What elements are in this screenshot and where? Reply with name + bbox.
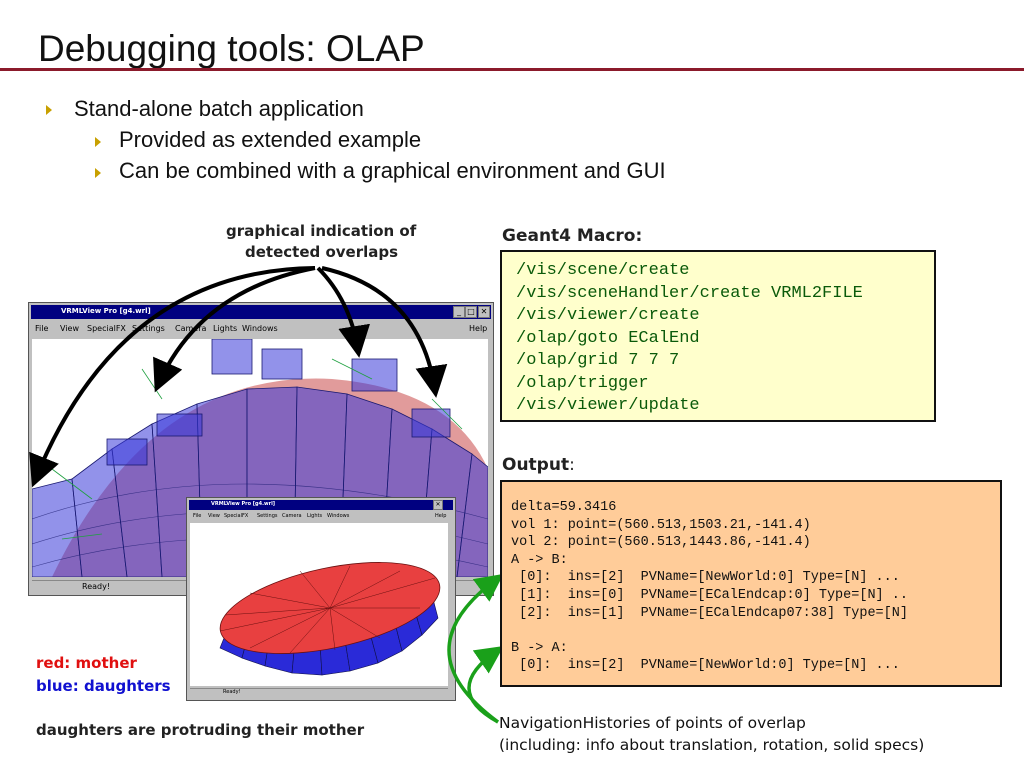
overlap-caption-line-1: graphical indication of xyxy=(226,222,417,240)
macro-heading: Geant4 Macro: xyxy=(502,226,643,246)
legend-red-mother: red: mother xyxy=(36,654,137,672)
small-menu-windows[interactable]: Windows xyxy=(327,513,350,519)
minimize-button[interactable]: _ xyxy=(453,306,465,318)
output-heading: Output: xyxy=(502,455,575,475)
maximize-button[interactable]: □ xyxy=(465,306,477,318)
output-line: vol 2: point=(560.513,1443.86,-141.4) xyxy=(511,535,811,551)
output-line: [1]: ins=[0] PVName=[ECalEndcap:0] Type=… xyxy=(511,587,908,603)
close-button[interactable]: ✕ xyxy=(478,306,490,318)
small-menu-file[interactable]: File xyxy=(193,513,202,519)
small-menu-settings[interactable]: Settings xyxy=(257,513,278,519)
nav-histories-line-1: NavigationHistories of points of overlap xyxy=(499,714,806,732)
bullet-arrow-icon xyxy=(46,105,52,115)
menu-settings[interactable]: Settings xyxy=(132,324,165,333)
small-menu-specialfx[interactable]: SpecialFX xyxy=(224,513,249,519)
output-line: vol 1: point=(560.513,1503.21,-141.4) xyxy=(511,517,811,533)
bullet-item-1: Stand-alone batch application xyxy=(74,96,364,121)
bullet-item-3: Can be combined with a graphical environ… xyxy=(119,158,666,183)
menu-specialfx[interactable]: SpecialFX xyxy=(87,324,126,333)
small-menu-help[interactable]: Help xyxy=(435,513,447,519)
small-3d-viewport[interactable] xyxy=(190,523,448,686)
legend-blue-daughters: blue: daughters xyxy=(36,677,171,695)
output-heading-text: Output xyxy=(502,455,570,475)
protruding-note: daughters are protruding their mother xyxy=(36,721,365,739)
title-divider xyxy=(0,68,1024,71)
vrml-viewer-window-small[interactable]: VRMLView Pro [g4.wrl] ✕ File View Specia… xyxy=(186,497,456,701)
output-line: [2]: ins=[1] PVName=[ECalEndcap07:38] Ty… xyxy=(511,605,908,621)
menu-camera[interactable]: Camera xyxy=(175,324,207,333)
menu-help[interactable]: Help xyxy=(469,324,488,333)
status-text: Ready! xyxy=(82,582,111,591)
window-titlebar[interactable]: VRMLView Pro [g4.wrl] xyxy=(31,305,491,319)
small-window-title: VRMLView Pro [g4.wrl] xyxy=(211,501,276,507)
bullet-item-2: Provided as extended example xyxy=(119,127,422,152)
small-menu-lights[interactable]: Lights xyxy=(307,513,323,519)
output-text-box: delta=59.3416 vol 1: point=(560.513,1503.… xyxy=(500,480,1002,687)
small-status-text: Ready! xyxy=(223,689,241,695)
menu-file[interactable]: File xyxy=(35,324,49,333)
nav-histories-line-2: (including: info about translation, rota… xyxy=(499,736,925,754)
macro-line: /vis/sceneHandler/create VRML2FILE xyxy=(516,283,863,303)
macro-line: /olap/grid 7 7 7 xyxy=(516,351,680,370)
slide-title: Debugging tools: OLAP xyxy=(38,28,425,69)
small-window-titlebar[interactable]: VRMLView Pro [g4.wrl] xyxy=(189,500,453,510)
output-line: delta=59.3416 xyxy=(511,500,617,515)
macro-line: /olap/goto ECalEnd xyxy=(516,328,700,348)
output-line xyxy=(511,622,1000,640)
macro-code-box: /vis/scene/create/vis/sceneHandler/creat… xyxy=(500,250,936,422)
macro-line: /vis/viewer/create xyxy=(516,306,700,325)
macro-line: /olap/trigger xyxy=(516,373,649,393)
overlap-caption-line-2: detected overlaps xyxy=(245,243,399,261)
endcap-render xyxy=(219,562,441,676)
menu-lights[interactable]: Lights xyxy=(213,324,238,333)
menu-windows[interactable]: Windows xyxy=(242,324,278,333)
output-line: B -> A: xyxy=(511,640,568,656)
bullet-arrow-icon xyxy=(95,168,101,178)
small-menu-view[interactable]: View xyxy=(208,513,220,519)
window-title: VRMLView Pro [g4.wrl] xyxy=(61,307,151,315)
output-line: [0]: ins=[2] PVName=[NewWorld:0] Type=[N… xyxy=(511,658,900,674)
output-line: [0]: ins=[2] PVName=[NewWorld:0] Type=[N… xyxy=(511,570,900,586)
output-heading-colon: : xyxy=(569,455,575,475)
small-menu-camera[interactable]: Camera xyxy=(282,513,302,519)
output-line: A -> B: xyxy=(511,552,568,568)
bullet-arrow-icon xyxy=(95,137,101,147)
macro-line: /vis/scene/create xyxy=(516,261,690,280)
macro-line: /vis/viewer/update xyxy=(516,396,700,415)
menu-view[interactable]: View xyxy=(60,324,79,333)
small-close-button[interactable]: ✕ xyxy=(433,500,443,510)
small-window-statusbar: Ready! xyxy=(190,688,448,699)
